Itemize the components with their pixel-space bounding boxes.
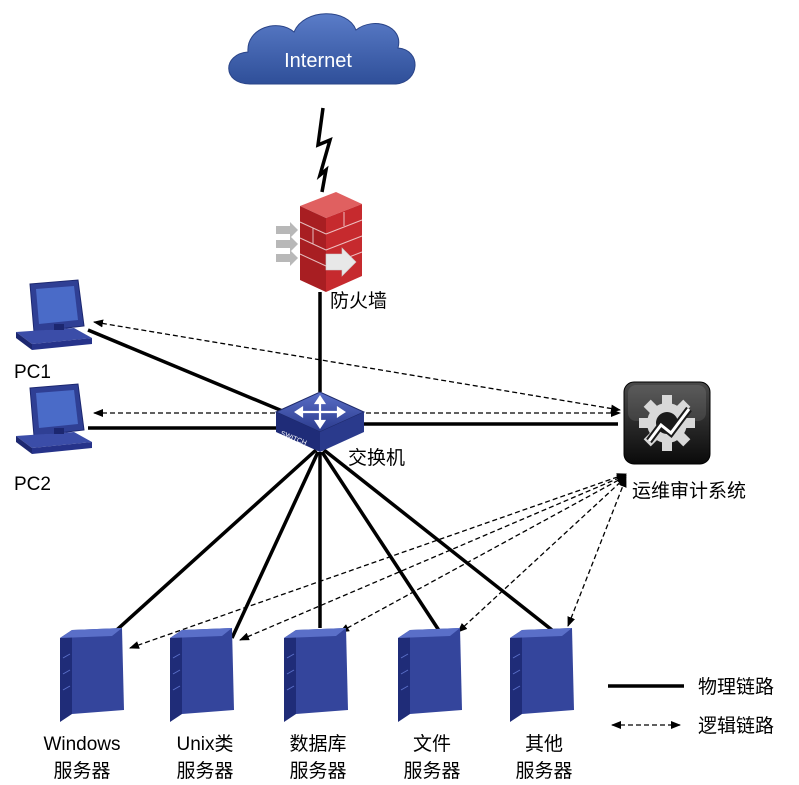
server-database <box>284 628 348 722</box>
server-icon <box>398 628 462 722</box>
logic-windows-audit <box>129 473 627 649</box>
server-file-line2: 服务器 <box>403 760 460 782</box>
internet-cloud: Internet <box>228 13 416 85</box>
computer-icon <box>16 383 92 454</box>
server-windows <box>60 628 124 722</box>
link-switch-unix <box>230 451 320 639</box>
audit-label: 运维审计系统 <box>632 480 746 502</box>
legend: 物理链路 逻辑链路 <box>608 676 774 737</box>
server-windows-line1: Windows <box>43 734 120 755</box>
switch-label: 交换机 <box>348 447 405 469</box>
server-file-line1: 文件 <box>413 733 451 755</box>
audit-gear-icon <box>623 381 711 465</box>
logic-file-audit <box>457 476 627 633</box>
server-windows-line2: 服务器 <box>53 760 110 782</box>
pc2 <box>16 383 92 454</box>
server-other-line2: 服务器 <box>515 760 572 782</box>
firewall: 防火墙 <box>276 192 387 312</box>
logic-pc1-audit <box>93 319 621 413</box>
audit-system: 运维审计系统 <box>623 381 746 502</box>
logic-other-audit <box>567 477 627 627</box>
link-switch-file <box>320 451 442 633</box>
link-switch-windows <box>108 448 318 638</box>
server-icon <box>510 628 574 722</box>
server-database-line2: 服务器 <box>289 760 346 782</box>
server-other <box>510 628 574 722</box>
server-icon <box>170 628 234 722</box>
wireless-link-icon <box>315 107 333 193</box>
server-database-line1: 数据库 <box>289 733 346 755</box>
firewall-label: 防火墙 <box>330 290 387 312</box>
server-file <box>398 628 462 722</box>
firewall-icon <box>276 192 363 292</box>
pc2-label: PC2 <box>14 474 51 495</box>
computer-icon <box>16 279 92 350</box>
switch: SWITCH 交换机 <box>274 391 405 469</box>
server-icon <box>284 628 348 722</box>
cloud-label: Internet <box>284 50 352 72</box>
link-pc1-switch <box>87 328 293 417</box>
cloud-icon <box>228 13 416 85</box>
pc1 <box>16 279 92 350</box>
link-switch-other <box>322 448 554 632</box>
server-unix-line2: 服务器 <box>176 760 233 782</box>
server-other-line1: 其他 <box>525 733 563 755</box>
server-unix <box>170 628 234 722</box>
legend-physical-label: 物理链路 <box>698 676 774 698</box>
pc1-label: PC1 <box>14 362 51 383</box>
logic-unix-audit <box>239 474 627 641</box>
legend-logical-label: 逻辑链路 <box>698 715 774 737</box>
switch-icon: SWITCH <box>274 391 366 452</box>
server-unix-line1: Unix类 <box>176 733 233 755</box>
server-icon <box>60 628 124 722</box>
logical-links <box>93 319 627 649</box>
